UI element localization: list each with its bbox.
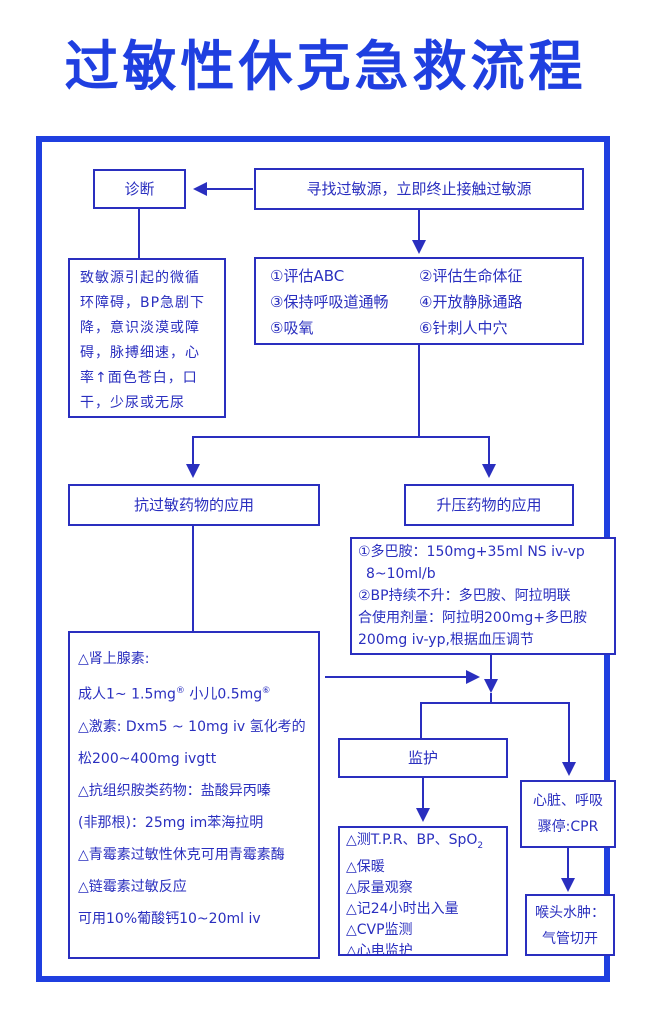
line-split-left bbox=[192, 436, 194, 466]
line-split-horizontal bbox=[192, 436, 490, 438]
line-cardiac-down bbox=[567, 848, 569, 878]
vasopressor-line-5: 200mg iv-yp,根据血压调节 bbox=[358, 632, 534, 648]
anti-allergy-line-5: △抗组织胺类药物：盐酸异丙嗪 bbox=[78, 782, 271, 799]
line-monitor-down bbox=[422, 778, 424, 808]
vasopressor-line-1: ①多巴胺：150mg+35ml NS iv-vp bbox=[358, 544, 585, 560]
assess-item-6: ⑥针刺人中穴 bbox=[419, 319, 508, 337]
line-split2-horizontal bbox=[420, 702, 570, 704]
diagnosis-box: 诊断 bbox=[93, 169, 186, 209]
monitor-box: 监护 bbox=[338, 738, 508, 778]
diagnosis-detail-box: 致敏源引起的微循环障碍，BP急剧下降，意识淡漠或障碍，脉搏细速，心率↑面色苍白，… bbox=[68, 258, 226, 418]
monitor-detail-box: △测T.P.R、BP、SpO2 △保暖 △尿量观察 △记24小时出入量 △CVP… bbox=[338, 826, 508, 956]
anti-allergy-detail-box: △肾上腺素: 成人1~ 1.5mg® 小儿0.5mg⑥ △激素: Dxm5 ~ … bbox=[68, 631, 320, 959]
arrowhead-to-anti-allergy bbox=[186, 464, 200, 478]
monitor-line-4: △记24小时出入量 bbox=[346, 900, 459, 917]
line-anti-allergy-to-detail bbox=[192, 526, 194, 632]
vasopressor-line-3: ②BP持续不升：多巴胺、阿拉明联 bbox=[358, 588, 571, 604]
diagnosis-detail-text: 致敏源引起的微循环障碍，BP急剧下降，意识淡漠或障碍，脉搏细速，心率↑面色苍白，… bbox=[80, 270, 206, 411]
line-vasopressor-down bbox=[490, 655, 492, 679]
laryngeal-line-2: 气管切开 bbox=[542, 931, 598, 947]
assess-item-5: ⑤吸氧 bbox=[270, 319, 314, 337]
monitor-line-6: △心电监护 bbox=[346, 942, 413, 956]
anti-allergy-line-9: 可用10%葡酸钙10~20ml iv bbox=[78, 910, 261, 927]
find-allergen-label: 寻找过敏源，立即终止接触过敏源 bbox=[306, 179, 532, 198]
laryngeal-box: 喉头水肿： 气管切开 bbox=[525, 894, 615, 956]
vasopressor-detail-box: ①多巴胺：150mg+35ml NS iv-vp 8~10ml/b ②BP持续不… bbox=[350, 537, 616, 655]
cardiac-arrest-box: 心脏、呼吸 骤停:CPR bbox=[520, 780, 616, 848]
diagnosis-label: 诊断 bbox=[124, 179, 155, 198]
monitor-line-1: △测T.P.R、BP、SpO2 bbox=[346, 830, 500, 857]
arrowhead-to-cardiac bbox=[562, 762, 576, 776]
arrowhead-to-assess bbox=[412, 240, 426, 254]
line-split2-left bbox=[420, 702, 422, 738]
assess-item-2: ②评估生命体征 bbox=[419, 267, 523, 285]
monitor-line-3: △尿量观察 bbox=[346, 879, 413, 896]
laryngeal-line-1: 喉头水肿： bbox=[535, 905, 605, 921]
arrowhead-to-vasopressor bbox=[482, 464, 496, 478]
anti-allergy-line-7: △青霉素过敏性休克可用青霉素酶 bbox=[78, 846, 285, 863]
monitor-label: 监护 bbox=[407, 748, 438, 767]
anti-allergy-line-3: △激素: Dxm5 ~ 10mg iv 氢化考的 bbox=[78, 718, 306, 735]
vasopressor-box: 升压药物的应用 bbox=[404, 484, 574, 526]
arrowhead-to-laryngeal bbox=[561, 878, 575, 892]
cardiac-line-2: 骤停:CPR bbox=[537, 819, 599, 835]
find-allergen-box: 寻找过敏源，立即终止接触过敏源 bbox=[254, 168, 584, 210]
anti-allergy-line-2: 成人1~ 1.5mg® 小儿0.5mg⑥ bbox=[78, 675, 310, 711]
monitor-line-5: △CVP监测 bbox=[346, 921, 413, 938]
adult-dose: 成人1~ 1.5mg bbox=[78, 686, 176, 703]
arrowhead-to-monitor-detail bbox=[416, 808, 430, 822]
arrowhead-to-merge bbox=[466, 670, 480, 684]
line-to-assess bbox=[418, 210, 420, 240]
assess-box: ①评估ABC ②评估生命体征 ③保持呼吸道通畅 ④开放静脉通路 ⑤吸氧 ⑥针刺人… bbox=[254, 257, 584, 345]
line-split2-right bbox=[568, 702, 570, 762]
sup-mark-2: ⑥ bbox=[262, 686, 271, 696]
monitor-vitals: △测T.P.R、BP、SpO bbox=[346, 832, 478, 848]
line-merge-down bbox=[490, 693, 492, 703]
child-dose: 小儿0.5mg bbox=[189, 686, 263, 703]
anti-allergy-line-4: 松200~400mg ivgtt bbox=[78, 750, 217, 767]
sup-mark-1: ® bbox=[175, 686, 185, 696]
anti-allergy-line-6: (非那根)：25mg im苯海拉明 bbox=[78, 814, 264, 831]
anti-allergy-label: 抗过敏药物的应用 bbox=[133, 495, 254, 514]
line-assess-down bbox=[418, 345, 420, 437]
monitor-line-2: △保暖 bbox=[346, 858, 385, 875]
page-title: 过敏性休克急救流程 bbox=[64, 35, 587, 98]
spo2-subscript: 2 bbox=[477, 840, 484, 851]
line-diagnosis-to-detail bbox=[138, 209, 140, 259]
line-split-right bbox=[488, 436, 490, 466]
assess-item-1: ①评估ABC bbox=[270, 267, 345, 285]
arrowhead-to-diagnosis bbox=[193, 182, 207, 196]
anti-allergy-line-8: △链霉素过敏反应 bbox=[78, 878, 187, 895]
anti-allergy-box: 抗过敏药物的应用 bbox=[68, 484, 320, 526]
vasopressor-label: 升压药物的应用 bbox=[436, 495, 542, 514]
assess-item-3: ③保持呼吸道通畅 bbox=[270, 293, 389, 311]
vasopressor-line-2: 8~10ml/b bbox=[366, 566, 436, 582]
arrowhead-vasopressor-down bbox=[484, 679, 498, 693]
line-to-merge bbox=[325, 676, 468, 678]
assess-item-4: ④开放静脉通路 bbox=[419, 293, 523, 311]
anti-allergy-line-1: △肾上腺素: bbox=[78, 651, 150, 667]
vasopressor-line-4: 合使用剂量：阿拉明200mg+多巴胺 bbox=[358, 610, 587, 626]
arrow-line-to-diagnosis bbox=[206, 188, 253, 190]
cardiac-line-1: 心脏、呼吸 bbox=[533, 793, 603, 809]
